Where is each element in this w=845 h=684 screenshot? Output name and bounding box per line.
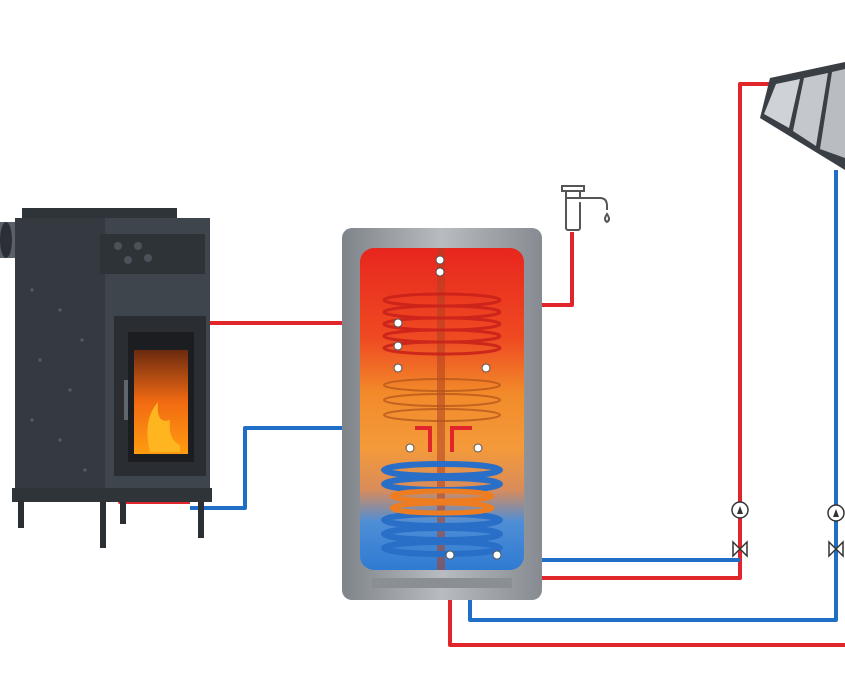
- faucet-icon: [561, 185, 610, 231]
- valve-left: [732, 540, 748, 558]
- valve-right: [828, 540, 844, 558]
- pipe-tank-faucet: [540, 232, 574, 307]
- buffer-tank-icon: [342, 228, 542, 600]
- coil-top: [382, 292, 502, 356]
- solar-collector-icon: [760, 62, 845, 170]
- pump-left: [731, 501, 749, 519]
- pipe-solar-hot: [540, 82, 770, 580]
- coil-bottom: [381, 461, 503, 557]
- pipe-stove-cold: [190, 426, 415, 510]
- tank-sensors: [393, 255, 502, 560]
- wood-stove-icon: [0, 208, 212, 548]
- coil-middle: [383, 378, 501, 422]
- pump-right: [827, 504, 845, 522]
- coil-orange: [389, 488, 495, 516]
